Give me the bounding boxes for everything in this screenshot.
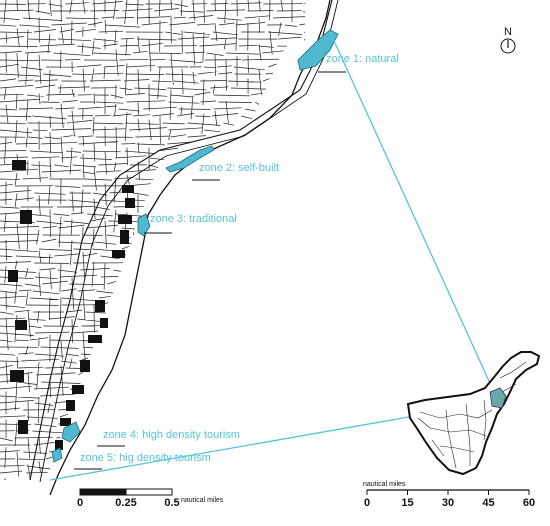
zone-3-polygon [137,213,151,237]
inset-highlight-area [489,387,507,409]
island-outline [406,351,541,476]
coastal-road-edge [39,0,339,483]
main-scale-bar: 0 0.25 0.5 nautical miles [77,488,224,509]
zone-polygons [51,29,339,463]
zone-5-polygon [51,447,63,463]
urban-blocks [8,160,135,450]
main-scale-tick: 0.5 [164,497,179,509]
inset-scale-tick: 30 [442,497,454,509]
inset-scale-bar: nautical miles 0 15 30 45 60 [363,481,535,509]
main-scale-unit: nautical miles [181,497,224,504]
inset-scale-tick: 15 [401,497,413,509]
connector-line-upper [329,31,495,393]
zone-2-label: zone 2: self-built [199,162,279,174]
zone-4-label: zone 4: high density tourism [103,429,240,441]
north-arrow: N [500,26,516,54]
cadastral-parcels [0,0,306,481]
inset-scale-tick: 45 [482,497,494,509]
main-scale-tick: 0 [77,497,83,509]
zone-5-label: zone 5: hig density tourism [80,452,211,464]
zone-4-polygon [61,421,81,443]
coastline [49,0,331,496]
inset-scale-tick: 0 [364,497,370,509]
zone-1-polygon [297,29,339,71]
north-label: N [504,26,512,38]
parcel-lines [0,0,306,481]
zone-3-label: zone 3: traditional [150,213,237,225]
north-circle-icon [500,38,516,54]
zone-2-polygon [165,145,215,173]
coastal-road [29,0,333,481]
inset-scale-title: nautical miles [363,481,406,488]
zone-1-label: zone 1: natural [326,53,399,65]
island-inset [406,351,541,476]
inset-scale-tick: 60 [523,497,535,509]
main-scale-tick: 0.25 [115,497,136,509]
